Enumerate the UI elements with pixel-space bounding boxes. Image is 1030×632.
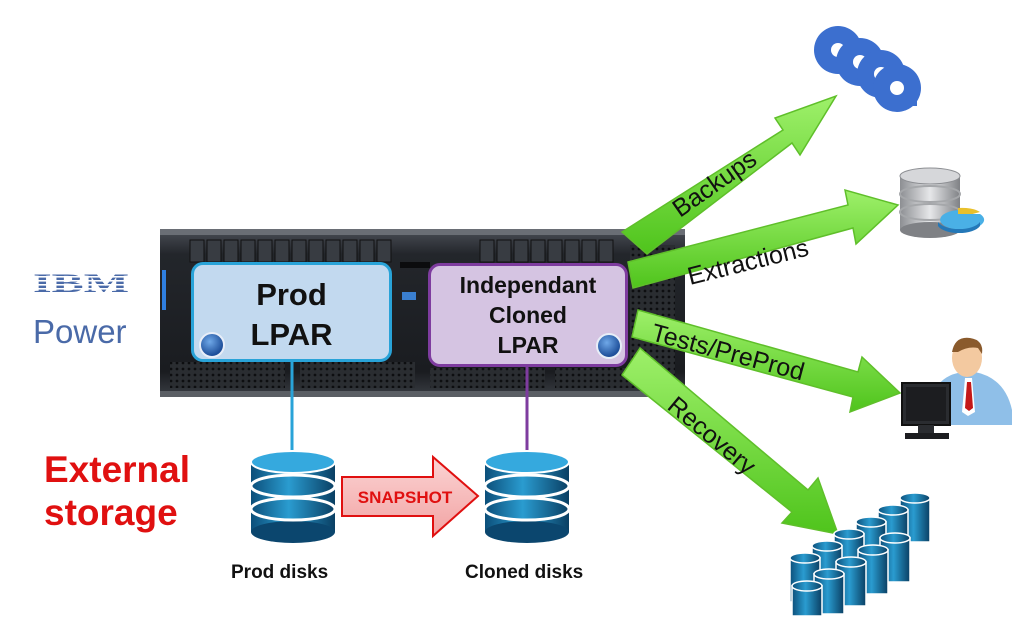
tape-reels-icon [814, 26, 921, 112]
cloned-disks-icon [483, 450, 571, 543]
external-storage-line1: External [44, 449, 191, 490]
backups-label: Backups [667, 145, 762, 223]
prod-disks-label: Prod disks [231, 562, 329, 583]
prod-lpar-line2: LPAR [250, 317, 333, 352]
cloned-lpar-line3: LPAR [497, 332, 559, 358]
snapshot-label: SNAPSHOT [358, 488, 453, 507]
recovery-label: Recovery [662, 391, 761, 481]
ibm-power-label: Power [33, 313, 127, 350]
prod-lpar-line1: Prod [256, 277, 327, 312]
user-at-computer-icon [901, 337, 1012, 439]
database-chart-icon [899, 167, 985, 238]
cloned-disks-label: Cloned disks [465, 562, 584, 583]
disk-array-icon [789, 492, 931, 617]
cloned-lpar-box: Independant Cloned LPAR [428, 263, 628, 367]
snapshot-arrow: SNAPSHOT [341, 454, 480, 539]
external-storage-line2: storage [44, 492, 178, 533]
prod-lpar-badge-icon [199, 332, 225, 358]
cloned-lpar-line2: Cloned [489, 302, 567, 328]
external-storage-title: External storage [44, 448, 190, 534]
ibm-logo: IBM [33, 273, 131, 293]
cloned-lpar-line1: Independant [459, 272, 597, 298]
cloned-lpar-badge-icon [596, 333, 622, 359]
prod-disks-icon [249, 450, 337, 543]
